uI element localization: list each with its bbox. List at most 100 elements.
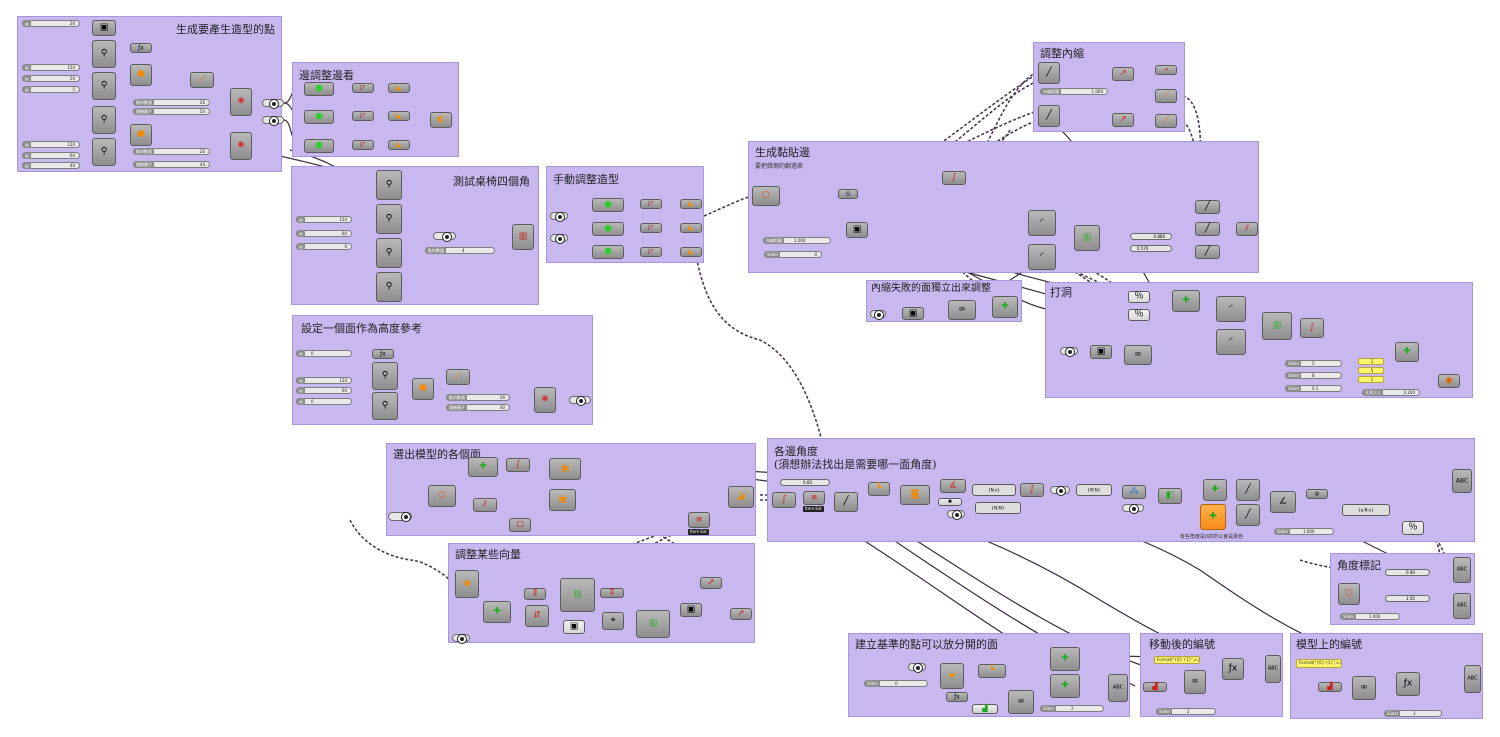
number-slider[interactable]: ▤50 — [22, 75, 80, 82]
component-extrude[interactable]: ◣ — [388, 140, 410, 150]
component-multiply[interactable]: ▣ — [846, 222, 868, 238]
component-circle[interactable]: ◉ — [1438, 374, 1460, 388]
component-vector-unit[interactable]: ⇕ — [600, 588, 624, 598]
component-offset-curve[interactable]: ◜ — [1216, 296, 1246, 322]
group-moved-labels[interactable]: 移動後的編號 — [1140, 633, 1283, 717]
point-param[interactable] — [550, 212, 568, 221]
param-knob[interactable] — [1050, 486, 1070, 495]
component-text-tag[interactable]: ABC — [1265, 655, 1281, 683]
component-flip-curve[interactable]: ⦸ — [838, 189, 858, 199]
component-multiply[interactable]: ▣ — [92, 20, 116, 36]
component-multiply[interactable]: ▣ — [680, 603, 702, 617]
component-format[interactable]: ƒx — [1396, 672, 1420, 696]
component-box[interactable]: ⬢ — [130, 64, 152, 86]
component-populate-3d[interactable]: ✺ — [534, 387, 556, 413]
param-knob[interactable] — [908, 663, 926, 672]
component-offset-curve[interactable]: ◜ — [1216, 329, 1246, 355]
component-evaluate-curve[interactable]: ∫ — [1020, 483, 1044, 497]
component-merge[interactable]: ▥ — [1074, 225, 1100, 251]
component-construct-point[interactable]: ⚲ — [376, 238, 402, 268]
component-plane[interactable]: ▣ — [549, 458, 581, 480]
component-list-item[interactable]: ✚ — [468, 457, 498, 477]
component-format[interactable]: ƒx — [1222, 658, 1244, 680]
component-delaunay-mesh[interactable]: ● — [592, 222, 624, 236]
number-slider[interactable]: ▤0 — [296, 243, 352, 250]
param-help[interactable] — [870, 310, 886, 319]
component-construct-point[interactable]: ⚲ — [372, 362, 398, 390]
component-deconstruct-brep[interactable]: ⬡ — [428, 485, 456, 507]
component-move[interactable]: ⟋ — [446, 369, 470, 385]
number-slider[interactable]: ▤0 — [296, 350, 352, 357]
component-extrude[interactable]: ◣ — [680, 199, 702, 209]
component-amplitude[interactable]: ↗ — [1112, 113, 1134, 127]
component-evaluate-curve[interactable]: ∫ — [506, 458, 530, 472]
component-merge[interactable]: ▥ — [560, 578, 595, 612]
component-line[interactable]: ╱ — [1195, 245, 1220, 259]
param-knob[interactable] — [947, 510, 965, 519]
component-construct-domain[interactable]: {N:M} — [975, 502, 1021, 514]
component-list-length[interactable]: ▟ — [972, 704, 998, 714]
component-line[interactable]: ╱ — [1195, 200, 1220, 214]
component-construct-vector[interactable]: ⌖ — [602, 612, 624, 630]
component-list-item[interactable]: ▥ — [512, 224, 534, 250]
component-box[interactable]: ⬢ — [412, 378, 434, 400]
component-text-tag[interactable]: ABC — [1453, 557, 1471, 583]
range-panel[interactable]: 0.570 — [1130, 245, 1172, 252]
component-evaluate-curve[interactable]: ∫ — [772, 492, 796, 508]
component-move[interactable]: ⟋ — [1155, 114, 1177, 128]
component-list-item[interactable]: ✚ — [1050, 674, 1080, 698]
component-list-item-warning[interactable]: ✚ — [1200, 504, 1226, 530]
number-slider[interactable]: ▤60 — [296, 230, 352, 237]
component-plane[interactable]: ▣ — [549, 489, 576, 511]
param-help[interactable] — [1060, 347, 1078, 356]
component-series[interactable]: ∞ — [1124, 345, 1152, 365]
component-text-tag[interactable]: ABC — [1464, 665, 1481, 693]
component-line[interactable]: ╱ — [1038, 105, 1060, 127]
component-delaunay-mesh[interactable]: ● — [304, 139, 334, 153]
component-delaunay-mesh[interactable]: ● — [304, 110, 334, 124]
number-slider[interactable]: ▤120 — [22, 141, 80, 148]
component-construct-point[interactable]: ⚲ — [92, 40, 116, 68]
number-slider[interactable]: ▤5 — [22, 86, 80, 93]
component-angle-measure[interactable]: ∠ — [1270, 491, 1296, 513]
component-plane-closest[interactable]: ◙ — [900, 485, 930, 505]
component-move[interactable]: ⟋ — [1155, 89, 1177, 103]
component-offset-curve[interactable]: ◜ — [1028, 244, 1056, 270]
component-plane-normal[interactable]: ┗ — [868, 482, 890, 496]
component-list-item[interactable]: ✚ — [992, 296, 1018, 318]
component-round[interactable]: ⊘ — [1306, 489, 1328, 499]
component-vector-display[interactable]: ➚ — [1155, 65, 1177, 75]
component-move[interactable]: ⟋ — [190, 72, 214, 88]
number-slider[interactable]: ▤40 — [22, 162, 80, 169]
group-model-labels[interactable]: 模型上的編號 — [1290, 633, 1483, 719]
component-multiply[interactable]: ▣ — [902, 307, 924, 320]
component-extrude[interactable]: ◣ — [388, 111, 410, 121]
component-expression[interactable]: ƒx — [946, 692, 968, 702]
number-slider[interactable]: ▤120 — [296, 216, 352, 223]
component-deconstruct-plane[interactable]: ◉ — [455, 570, 479, 598]
component-deconstruct-brep[interactable]: ⬡ — [1338, 583, 1360, 605]
param-help[interactable] — [452, 634, 470, 643]
point-param[interactable] — [262, 99, 284, 108]
value-panel[interactable]: 5 — [1358, 367, 1384, 374]
component-multiply[interactable]: ▣ — [1090, 345, 1112, 359]
point-param[interactable] — [550, 234, 568, 243]
component-division[interactable]: ％ — [1128, 291, 1150, 303]
component-list-item[interactable]: ✚ — [1203, 479, 1227, 501]
component-evaluate-curve[interactable]: ∫ — [1300, 318, 1324, 338]
range-panel[interactable]: 0.60 — [780, 479, 830, 486]
component-series[interactable]: ∞ — [1184, 670, 1206, 694]
number-slider[interactable]: ▤120 — [22, 64, 80, 71]
component-construct-point[interactable]: ⚲ — [92, 72, 116, 100]
